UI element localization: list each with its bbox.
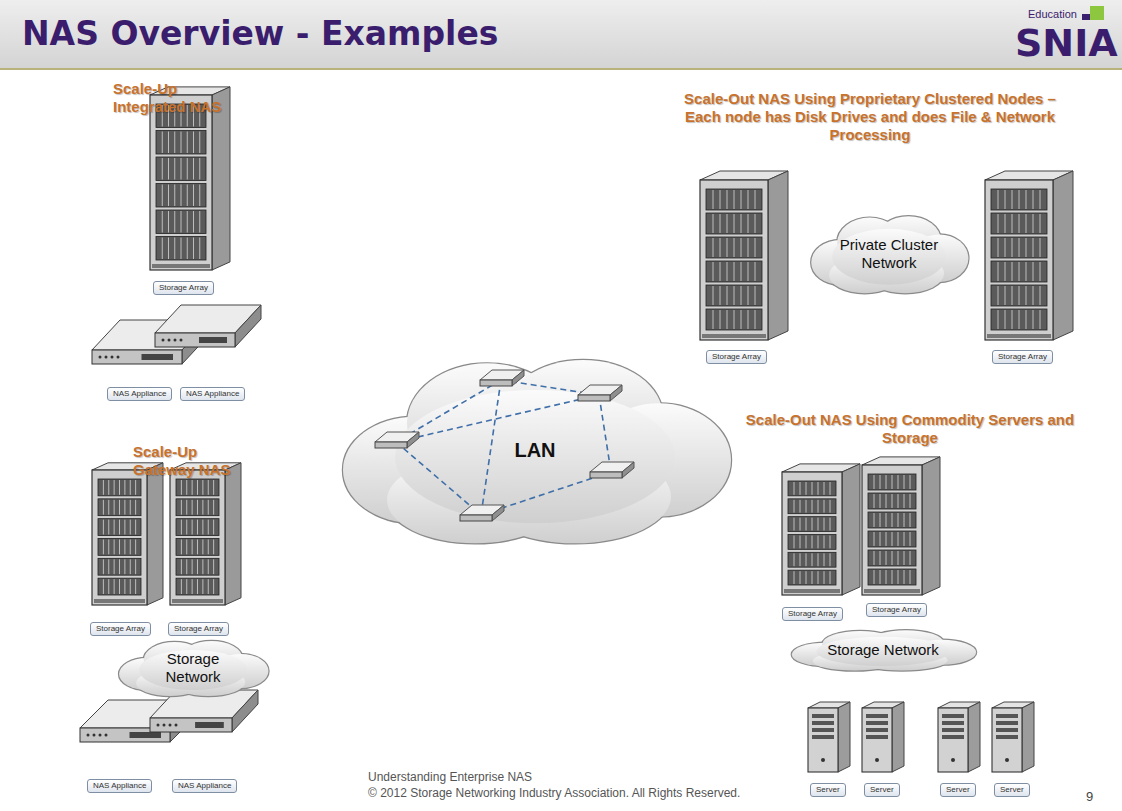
device-label: NAS Appliance [180,387,245,401]
server-tower [938,702,980,772]
storage-rack [862,457,940,595]
footer-text: Understanding Enterprise NAS [368,770,768,784]
device-label: Server [940,783,976,797]
logo-text: SNIA [1015,22,1115,64]
node-text: NAS Appliance [113,389,166,398]
node-text: Storage Array [159,283,208,292]
storage-rack [782,464,860,595]
lan-link [396,442,481,515]
device-label: Server [810,783,846,797]
node-text: Server [870,785,894,794]
lan-link [481,380,501,515]
device-label: Storage Array [706,350,767,364]
node-text: Storage Array [96,624,145,633]
node-text: NAS Appliance [186,389,239,398]
node-text: Storage Network [139,650,247,686]
network-switch [590,462,634,478]
server-tower [862,702,904,772]
node-text: Storage Array [998,352,1047,361]
section-heading: Scale-Up Gateway NAS [133,443,263,479]
nas-appliance [155,305,261,347]
network-switch [480,370,524,386]
section-heading: Scale-Out NAS Using Proprietary Clustere… [668,90,1072,144]
network-cloud: Private Cluster Network [808,212,970,296]
node-text: NAS Appliance [93,781,146,790]
device-label: Storage Array [782,607,843,621]
node-text: Server [946,785,970,794]
node-text: Storage Array [788,609,837,618]
device-label: Storage Array [866,603,927,617]
slide-title: NAS Overview - Examples [22,14,498,53]
device-label: NAS Appliance [87,779,152,793]
network-switch [375,432,419,448]
device-label: Storage Array [992,350,1053,364]
storage-rack [985,171,1073,340]
node-text: Storage Array [872,605,921,614]
device-label: NAS Appliance [172,779,237,793]
snia-logo-mark [1082,6,1104,20]
node-text: Storage Network [827,641,939,659]
device-label: Server [994,783,1030,797]
storage-rack [92,463,163,605]
network-switch [460,505,504,521]
node-text: Storage Array [712,352,761,361]
server-tower [992,702,1034,772]
device-label: Server [864,783,900,797]
node-text: LAN [514,439,555,462]
network-cloud: LAN [335,350,735,550]
node-text: Server [1000,785,1024,794]
server-tower [808,702,850,772]
logo-text: Education [1028,8,1108,20]
footer-text: © 2012 Storage Networking Industry Assoc… [368,786,828,800]
node-text: Server [816,785,840,794]
node-text: Private Cluster Network [833,236,946,272]
storage-rack [700,171,788,340]
network-cloud: Storage Network [116,638,270,698]
network-switch [578,385,622,401]
device-label: Storage Array [90,622,151,636]
section-heading: Scale-Up Integrated NAS [113,80,253,116]
network-cloud: Storage Network [788,628,978,672]
section-heading: Scale-Out NAS Using Commodity Servers an… [745,411,1075,447]
node-text: NAS Appliance [178,781,231,790]
page-number: 9 [1086,789,1106,804]
storage-rack [170,463,241,605]
device-label: Storage Array [168,622,229,636]
device-label: NAS Appliance [107,387,172,401]
device-label: Storage Array [153,281,214,295]
node-text: Storage Array [174,624,223,633]
lan-link [599,395,611,472]
